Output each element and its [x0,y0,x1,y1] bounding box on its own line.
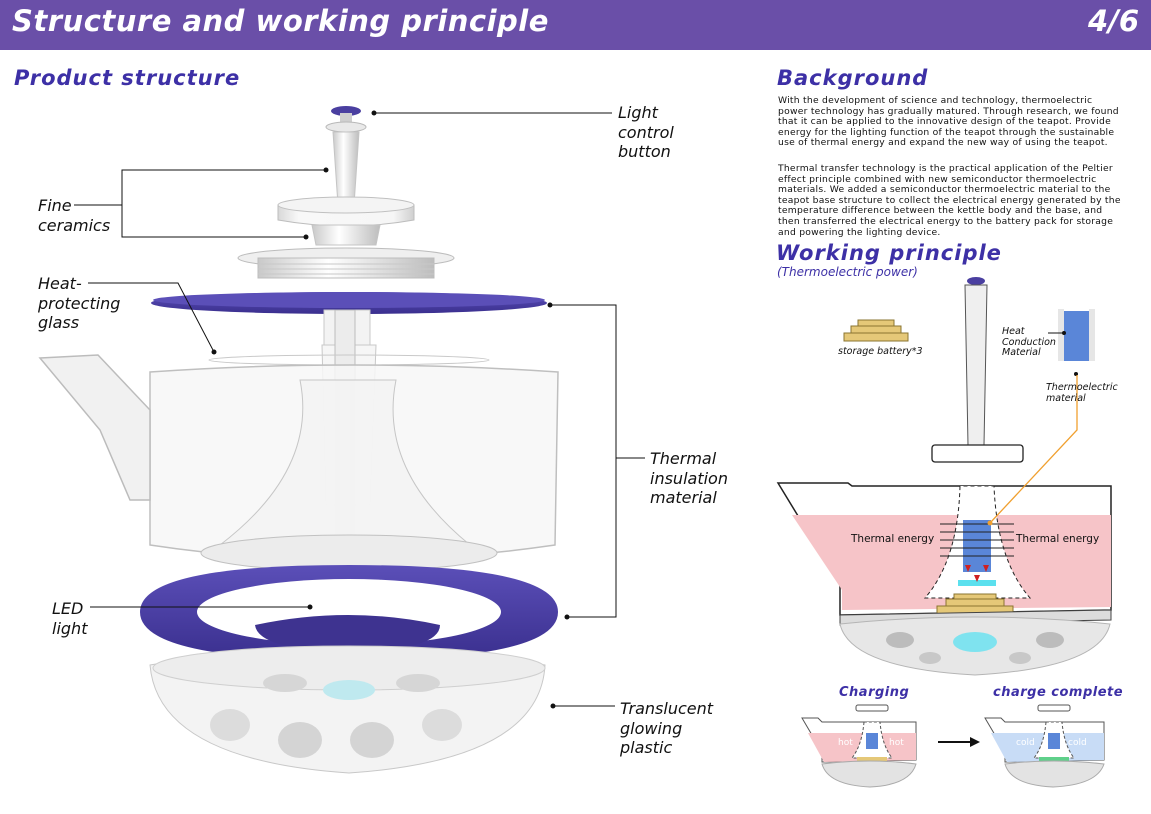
thermoelectric-pointer-line [989,375,1078,524]
charge-complete-title: charge complete [993,685,1124,700]
storage-battery-icon [843,319,909,342]
header-bar [0,0,1151,50]
background-paragraph-1: With the development of science and tech… [778,95,1119,149]
working-principle-title: Working principle [776,241,1002,265]
glass-teapot-body-part [38,354,559,586]
label-led-light: LED light [52,599,88,638]
insulation-ring-part [140,565,558,660]
working-base [839,616,1111,676]
charging-kettle-icon [801,704,917,788]
complete-left-label: cold [1016,738,1035,748]
callout-lines [74,112,645,707]
working-lid [931,444,1024,463]
charging-left-label: hot [838,738,853,748]
label-thermal-insulation: Thermal insulation material [650,449,728,507]
charging-right-label: hot [889,738,904,748]
label-light-control-button: Light control button [618,103,674,161]
product-structure-title: Product structure [14,66,241,90]
light-control-button-part [325,106,367,133]
label-thermoelectric-material: Thermoelectric material [1046,382,1118,404]
label-heat-protecting-glass: Heat- protecting glass [38,274,121,332]
threaded-ring-part [237,247,455,279]
background-title: Background [777,66,929,90]
working-kettle [776,482,1112,626]
label-thermal-energy-right: Thermal energy [1016,533,1100,545]
label-heat-conduction: Heat Conduction Material [1002,326,1056,358]
ceramic-cap-part [277,196,415,246]
working-rod [964,277,988,446]
ceramic-stem-part [332,131,360,206]
label-translucent-plastic: Translucent glowing plastic [620,699,714,757]
insulation-lid-disc-part [151,292,547,314]
complete-kettle-icon [984,704,1105,788]
label-fine-ceramics: Fine ceramics [38,196,111,235]
thermoelectric-pointer-dot [987,520,993,526]
thermoelectric-detail-icon [1048,309,1095,376]
background-paragraph-2: Thermal transfer technology is the pract… [778,163,1121,238]
label-thermal-energy-left: Thermal energy [851,533,935,545]
page-number: 4/6 [1088,4,1139,38]
charging-title: Charging [839,685,910,700]
callout-dots [211,110,570,709]
translucent-base-part [149,645,546,774]
label-storage-battery: storage battery*3 [838,346,923,357]
working-principle-subtitle: (Thermoelectric power) [777,265,918,279]
complete-right-label: cold [1068,738,1087,748]
state-transition-arrow [938,737,980,747]
page-title: Structure and working principle [12,4,549,38]
